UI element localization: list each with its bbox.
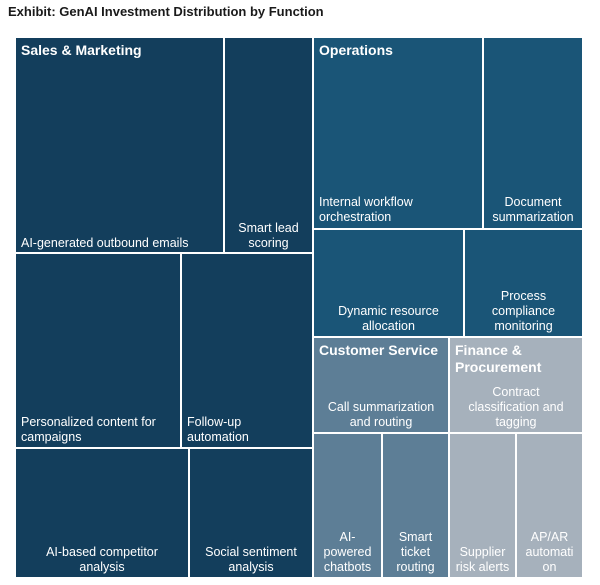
tile-contract-classification-and-tagging (448, 336, 584, 434)
group-label-operations: Operations (319, 42, 393, 58)
group-label-customer-service: Customer Service (319, 342, 438, 358)
tile-dynamic-resource-allocation (312, 228, 465, 338)
tile-smart-ticket-routing (381, 432, 450, 579)
tile-follow-up-automation (180, 252, 314, 449)
group-label-sales-and-marketing: Sales & Marketing (21, 42, 142, 58)
tile-social-sentiment-analysis (188, 447, 314, 579)
tile-document-summarization (482, 36, 584, 230)
tile-ai-based-competitor-analysis (14, 447, 190, 579)
tile-ai-powered-chatbots (312, 432, 383, 579)
tile-ap-ar-automation (515, 432, 584, 579)
tile-process-compliance-monitoring (463, 228, 584, 338)
chart-title: Exhibit: GenAI Investment Distribution b… (8, 4, 324, 19)
tile-internal-workflow-orchestration (312, 36, 484, 230)
group-label-finance-and-procurement: Finance &Procurement (455, 342, 542, 375)
tile-label-ai-generated-outbound-emails: AI-generated outbound emails (21, 236, 188, 250)
tile-ai-generated-outbound-emails (14, 36, 225, 254)
